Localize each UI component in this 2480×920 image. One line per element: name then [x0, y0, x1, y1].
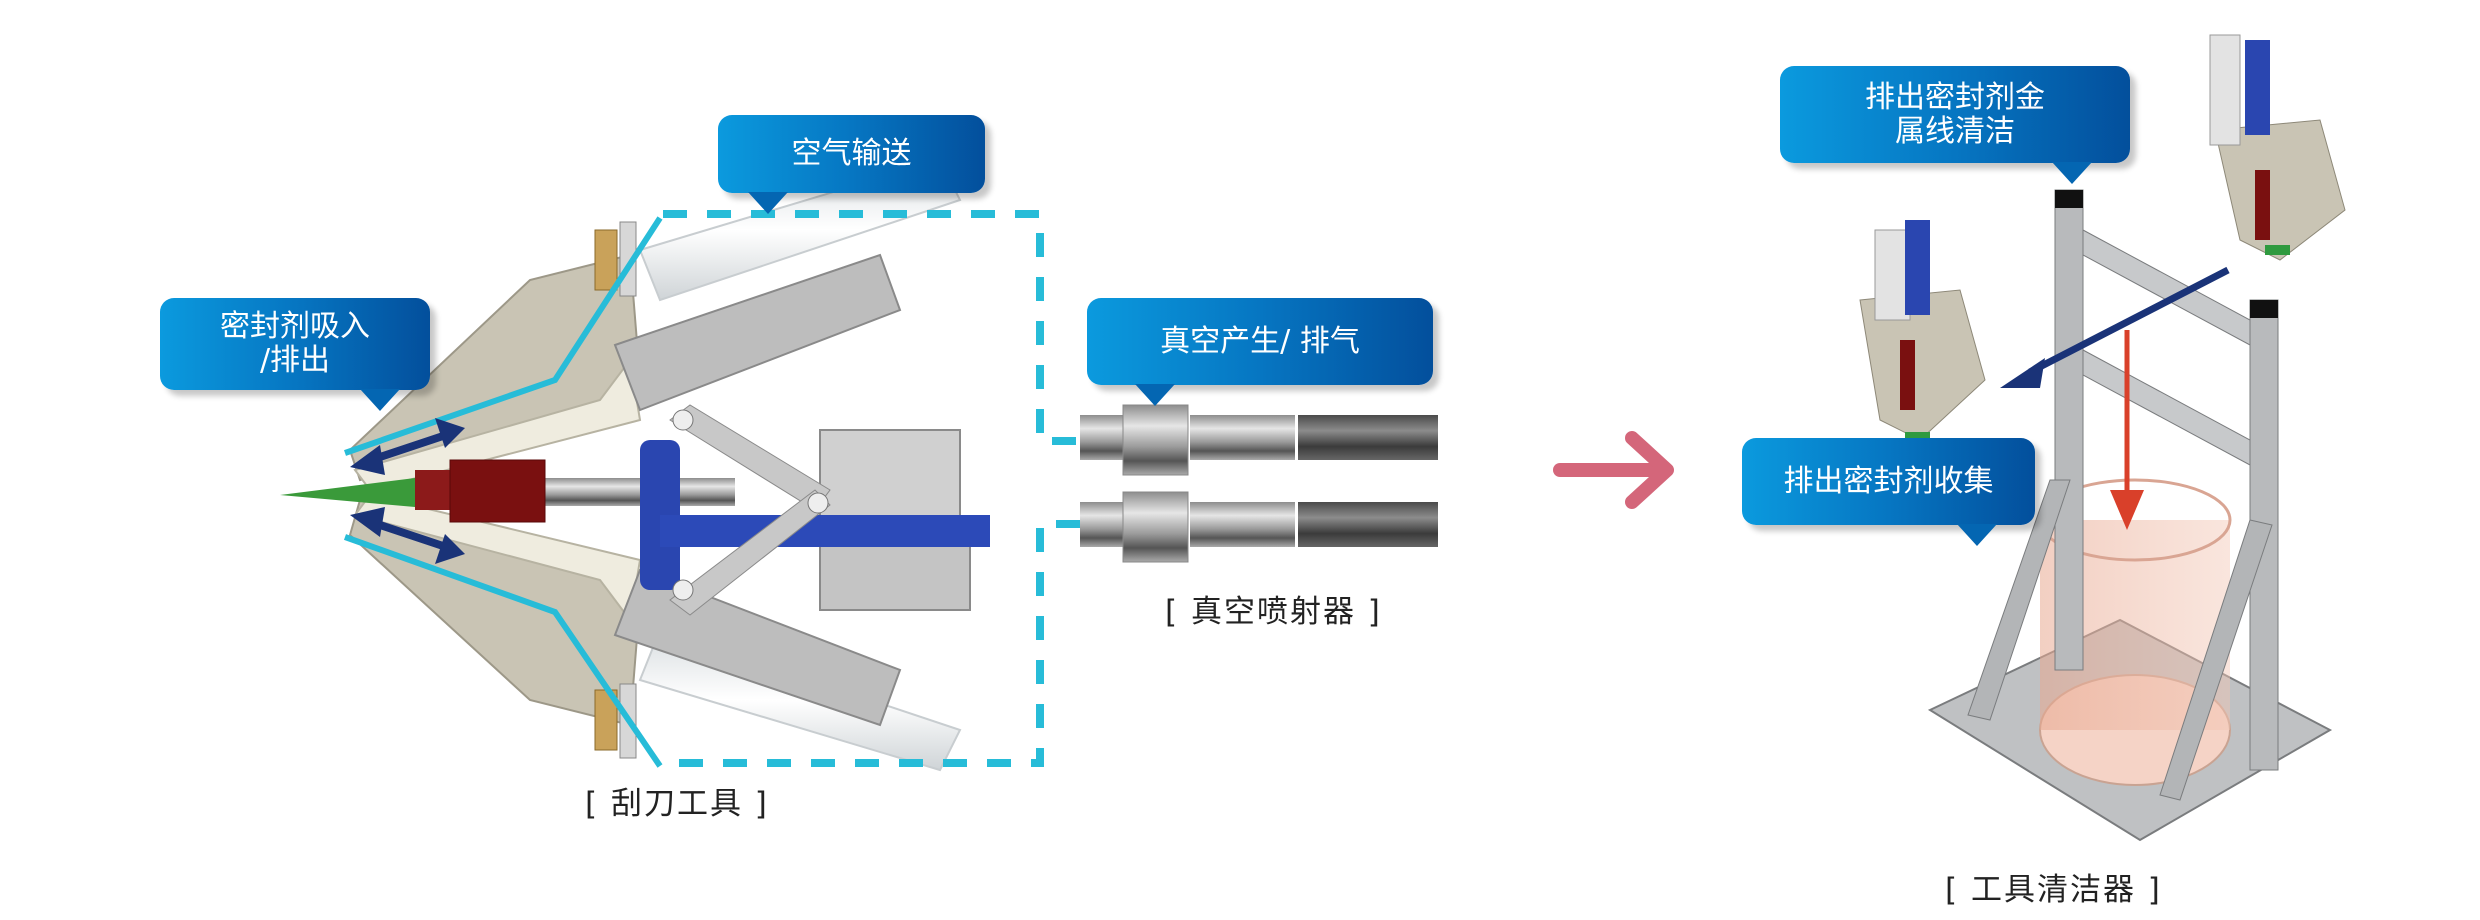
- caption-scraper-tool: [ 刮刀工具 ]: [585, 786, 769, 822]
- suction-arrow-lower: [350, 507, 465, 564]
- vacuum-ejector-upper: [1080, 404, 1438, 476]
- callout-sealant-intake-line2: /排出: [259, 343, 331, 378]
- scraper-head-left: [1859, 220, 1986, 442]
- callout-sealant-intake-line1: 密封剂吸入: [220, 309, 370, 344]
- caption-tool-cleaner: [ 工具清洁器 ]: [1945, 872, 2162, 908]
- callout-sealant-intake: 密封剂吸入 /排出: [160, 298, 430, 411]
- callout-air-delivery-text: 空气输送: [791, 136, 912, 171]
- vacuum-ejector-lower: [1080, 491, 1438, 563]
- callout-wire-cleaning: 排出密封剂金 属线清洁: [1780, 66, 2130, 184]
- transition-arrow: [1553, 431, 1674, 509]
- callout-tail: [360, 389, 400, 411]
- callout-tail: [748, 192, 788, 214]
- caption-vacuum-ejector: [ 真空喷射器 ]: [1165, 594, 1382, 630]
- scraper-arm-lower: [348, 493, 902, 759]
- tool-cleaner-stand: [1927, 189, 2333, 842]
- callout-tail: [2052, 162, 2092, 184]
- scraper-head-right: [2209, 34, 2346, 261]
- callout-tail: [1957, 524, 1997, 546]
- air-path-dashed-box: [663, 210, 1080, 767]
- callout-tail: [1135, 384, 1175, 406]
- callout-air-delivery: 空气输送: [718, 115, 985, 214]
- linkage-cylinder: [640, 404, 990, 616]
- tool-move-arrow: [2000, 266, 2230, 388]
- callout-wire-cleaning-line1: 排出密封剂金: [1865, 79, 2045, 115]
- flow-path-lines: [343, 216, 663, 768]
- callout-vacuum-text: 真空产生/ 排气: [1160, 323, 1360, 359]
- sealant-drop-arrow: [2110, 330, 2144, 530]
- callout-vacuum: 真空产生/ 排气: [1087, 298, 1433, 406]
- suction-arrow-upper: [350, 418, 465, 475]
- callout-wire-cleaning-line2: 属线清洁: [1895, 113, 2015, 149]
- callout-sealant-collect: 排出密封剂收集: [1742, 438, 2035, 546]
- scraper-arm-upper: [348, 221, 902, 492]
- callout-sealant-collect-text: 排出密封剂收集: [1783, 463, 1994, 499]
